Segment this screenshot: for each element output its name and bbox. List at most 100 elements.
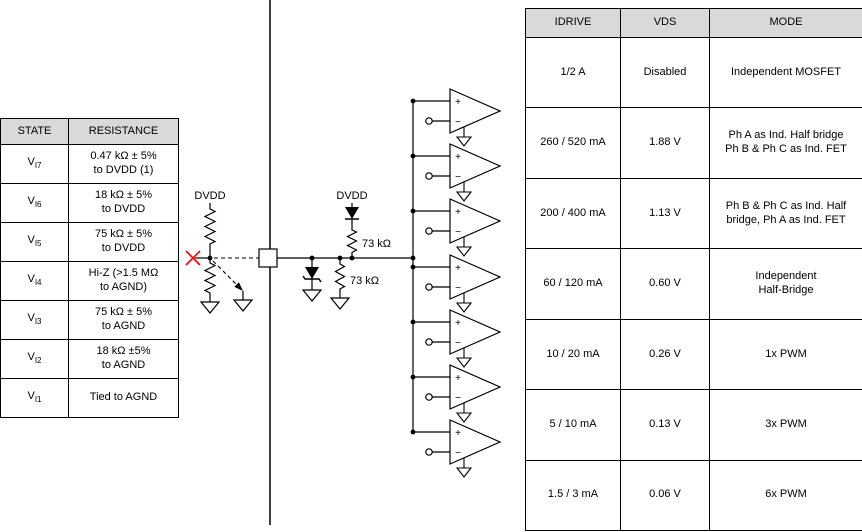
table-row: 1.5 / 3 mA 0.06 V 6x PWM (525, 459, 862, 532)
comparator: + − (410, 143, 502, 202)
resistance-cell: Hi-Z (>1.5 MΩ to AGND) (68, 261, 179, 301)
state-cell: VI6 (0, 183, 69, 223)
state-subscript: I2 (34, 356, 42, 366)
vds-cell: 0.06 V (620, 459, 710, 532)
state-cell: VI7 (0, 144, 69, 184)
table-row: VI4 Hi-Z (>1.5 MΩ to AGND) (0, 261, 179, 301)
state-cell: VI4 (0, 261, 69, 301)
vds-cell: 0.60 V (620, 248, 710, 320)
comparator-triangle (449, 254, 502, 300)
node-dot (207, 255, 213, 261)
comparator-ground-icon (455, 357, 473, 368)
comparator: + − (410, 88, 502, 147)
mode-cell: Independent MOSFET (709, 36, 862, 109)
comparator-plus-label: + (455, 152, 461, 163)
state-subscript: I4 (34, 278, 42, 288)
vds-cell: 1.13 V (620, 177, 710, 250)
state-subscript: I7 (34, 161, 42, 171)
comparator-minus-label: − (455, 448, 461, 459)
comparator-minus-label: − (455, 172, 461, 183)
mode-cell: 3x PWM (709, 389, 862, 461)
zener-diode-icon (305, 267, 319, 279)
mode-column-header: MODE (709, 8, 862, 38)
idrive-cell: 5 / 10 mA (525, 389, 621, 461)
table-row: 200 / 400 mA 1.13 V Ph B & Ph C as Ind. … (525, 177, 862, 250)
table-row: VI3 75 kΩ ± 5% to AGND (0, 300, 179, 340)
comparator-ground-icon (455, 191, 473, 202)
comparator-ref-terminal (425, 283, 433, 291)
blocking-diode-icon (345, 207, 359, 219)
state-label: V (27, 156, 35, 169)
error-x-icon (185, 250, 201, 266)
comparator-plus-label: + (455, 263, 461, 274)
dvdd-label-right: DVDD (336, 190, 367, 202)
bottom-divider-resistor-symbol (334, 258, 346, 298)
resistance-cell: 0.47 kΩ ± 5% to DVDD (1) (68, 144, 179, 184)
comparator-ref-terminal (425, 227, 433, 235)
comparator-plus-label: + (455, 207, 461, 218)
table-header-row: STATE RESISTANCE (0, 118, 179, 145)
state-label: V (27, 390, 35, 403)
idrive-cell: 10 / 20 mA (525, 318, 621, 391)
comparator: + − (410, 364, 502, 423)
idrive-cell: 60 / 120 mA (525, 248, 621, 320)
comparator-ref-terminal (425, 172, 433, 180)
resistance-cell: Tied to AGND (68, 378, 179, 418)
resistor-label-bottom: 73 kΩ (350, 275, 379, 287)
state-subscript: I6 (34, 200, 42, 210)
state-cell: VI5 (0, 222, 69, 262)
comparator-ground-icon (455, 246, 473, 257)
comparator-triangle (449, 88, 502, 134)
state-resistance-table: STATE RESISTANCE VI7 0.47 kΩ ± 5% to DVD… (0, 118, 179, 418)
idrive-cell: 260 / 520 mA (525, 107, 621, 179)
table-row: 10 / 20 mA 0.26 V 1x PWM (525, 318, 862, 391)
table-row: 260 / 520 mA 1.88 V Ph A as Ind. Half br… (525, 107, 862, 179)
comparator: + − (410, 254, 502, 313)
idrive-cell: 1.5 / 3 mA (525, 459, 621, 532)
state-cell: VI2 (0, 339, 69, 379)
state-label: V (27, 312, 35, 325)
state-cell: VI1 (0, 378, 69, 418)
vds-cell: 0.13 V (620, 389, 710, 461)
pin-box (258, 248, 278, 268)
comparator-ground-icon (455, 136, 473, 147)
state-label: V (27, 351, 35, 364)
table-row: VI1 Tied to AGND (0, 378, 179, 418)
ground-icon (232, 299, 254, 312)
comparator-ground-icon (455, 467, 473, 478)
idrive-vds-mode-table: IDRIVE VDS MODE 1/2 A Disabled Independe… (525, 8, 862, 532)
mode-cell: 1x PWM (709, 318, 862, 391)
idrive-column-header: IDRIVE (525, 8, 621, 38)
table-row: VI6 18 kΩ ± 5% to DVDD (0, 183, 179, 223)
vds-cell: 0.26 V (620, 318, 710, 391)
pullup-resistor-symbol (203, 203, 217, 258)
resistor-label-top: 73 kΩ (362, 238, 391, 250)
state-cell: VI3 (0, 300, 69, 340)
vds-cell: 1.88 V (620, 107, 710, 179)
table-row: VI5 75 kΩ ± 5% to DVDD (0, 222, 179, 262)
comparator: + − (410, 198, 502, 257)
comparator-plus-label: + (455, 373, 461, 384)
comparator: + − (410, 419, 502, 478)
state-subscript: I5 (34, 239, 42, 249)
dvdd-label-left: DVDD (194, 190, 225, 202)
comparator-plus-label: + (455, 318, 461, 329)
state-column-header: STATE (0, 118, 69, 145)
resistance-cell: 18 kΩ ± 5% to DVDD (68, 183, 179, 223)
table-row: VI2 18 kΩ ±5% to AGND (0, 339, 179, 379)
table-row: 5 / 10 mA 0.13 V 3x PWM (525, 389, 862, 461)
idrive-cell: 200 / 400 mA (525, 177, 621, 250)
comparator-plus-label: + (455, 428, 461, 439)
mode-cell: 6x PWM (709, 459, 862, 532)
comparator-triangle (449, 309, 502, 355)
resistance-cell: 75 kΩ ± 5% to AGND (68, 300, 179, 340)
resistance-cell: 75 kΩ ± 5% to DVDD (68, 222, 179, 262)
top-divider-resistor-symbol (346, 219, 358, 258)
table-header-row: IDRIVE VDS MODE (525, 8, 862, 38)
comparator-ref-terminal (425, 448, 433, 456)
switch-dashed-line (212, 260, 238, 286)
comparator-minus-label: − (455, 393, 461, 404)
switch-arrow-icon (234, 282, 243, 291)
ground-icon (301, 289, 323, 302)
state-subscript: I3 (34, 317, 42, 327)
